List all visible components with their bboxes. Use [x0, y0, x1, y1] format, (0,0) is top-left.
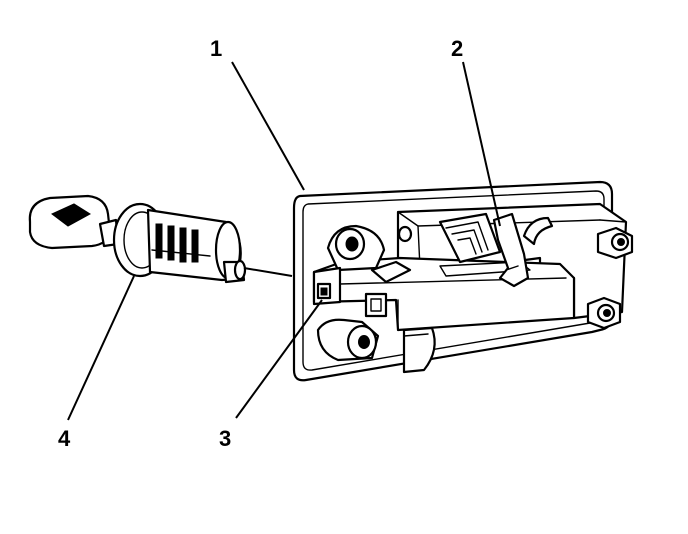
- leader-line-4: [67, 275, 135, 421]
- callout-2: 2: [451, 36, 463, 61]
- leader-line-2: [462, 61, 501, 227]
- leader-line-1: [231, 61, 305, 191]
- spring-retainer-clip: [438, 212, 554, 288]
- mounting-boss-upper: [596, 226, 634, 260]
- insertion-path-line: [243, 267, 293, 277]
- mounting-boss-lower: [586, 296, 622, 330]
- callout-1: 1: [210, 36, 222, 61]
- lock-cylinder-and-key: [28, 194, 247, 284]
- callout-4: 4: [58, 426, 71, 451]
- callout-3: 3: [219, 426, 231, 451]
- leader-line-3: [235, 299, 323, 419]
